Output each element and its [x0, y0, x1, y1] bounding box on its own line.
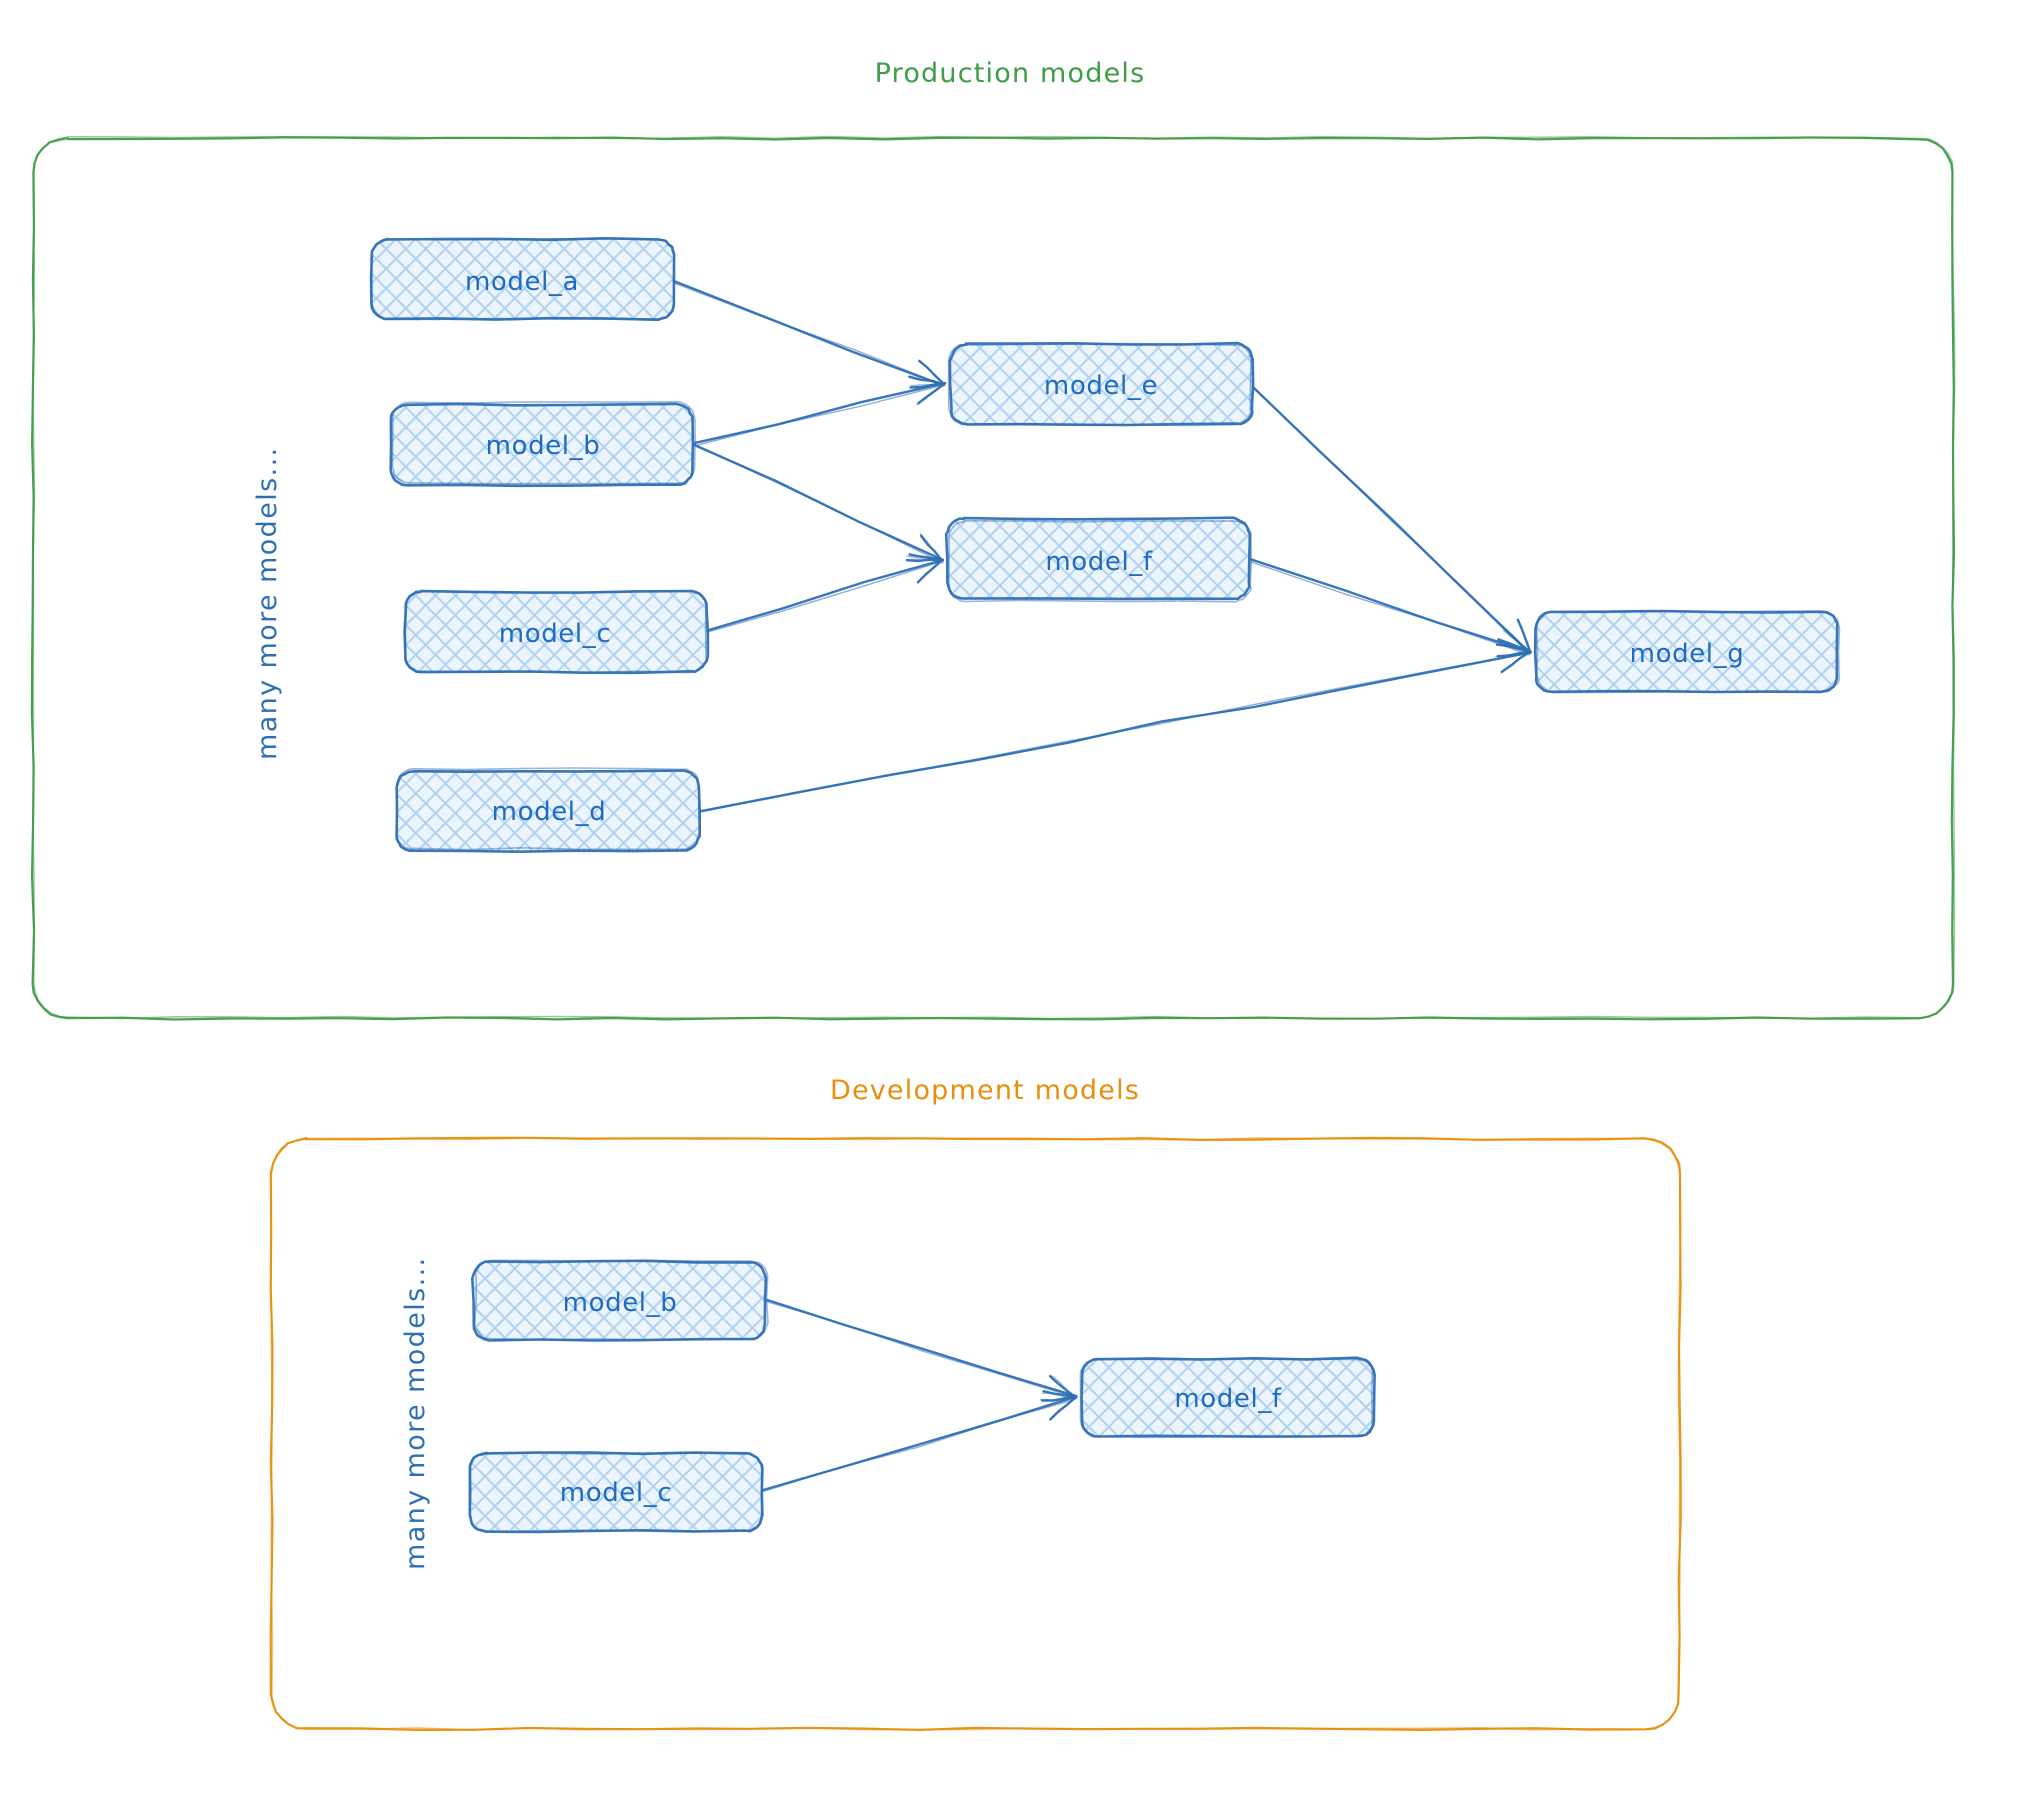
node-border-prod_model_c[interactable] — [403, 590, 707, 674]
node-border-prod_model_f[interactable] — [948, 519, 1253, 603]
group-border-production — [32, 135, 1956, 1020]
node-fill — [403, 591, 707, 673]
edge-prod_model_b-to-prod_model_f — [693, 443, 944, 564]
edge-dev_model_c-to-dev_model_f — [760, 1390, 1078, 1493]
node-border-prod_model_d[interactable] — [395, 767, 701, 851]
edge-dev_model_b-to-dev_model_f — [765, 1298, 1078, 1402]
node-fill — [947, 519, 1251, 601]
node-border-dev_model_b[interactable] — [473, 1259, 769, 1341]
node-border-prod_model_f[interactable] — [944, 516, 1252, 601]
node-border-prod_model_e[interactable] — [947, 342, 1252, 427]
node-border-dev_model_f[interactable] — [1079, 1357, 1374, 1439]
edge-prod_model_b-to-prod_model_e — [691, 375, 947, 447]
node-fill — [469, 1451, 762, 1531]
node-fill — [949, 343, 1253, 425]
edge-prod_model_a-to-prod_model_e — [672, 279, 946, 389]
edge-prod_model_f-to-prod_model_g — [1249, 558, 1532, 658]
group-border-development — [270, 1137, 1682, 1731]
node-border-dev_model_c[interactable] — [468, 1451, 763, 1533]
node-border-prod_model_e[interactable] — [948, 341, 1255, 427]
node-border-prod_model_g[interactable] — [1535, 610, 1841, 694]
group-border-development — [269, 1136, 1682, 1731]
node-fill — [397, 769, 701, 851]
node-fill — [370, 239, 674, 321]
node-fill — [473, 1261, 767, 1341]
node-fill — [391, 403, 695, 485]
edge-prod_model_c-to-prod_model_f — [704, 553, 945, 634]
node-fill — [1081, 1357, 1374, 1437]
node-fill — [1535, 611, 1838, 693]
edge-prod_model_e-to-prod_model_g — [1249, 384, 1532, 654]
node-border-prod_model_a[interactable] — [370, 238, 676, 321]
node-border-prod_model_b[interactable] — [389, 402, 695, 488]
edge-prod_model_d-to-prod_model_g — [698, 643, 1532, 813]
node-border-prod_model_b[interactable] — [391, 401, 696, 485]
